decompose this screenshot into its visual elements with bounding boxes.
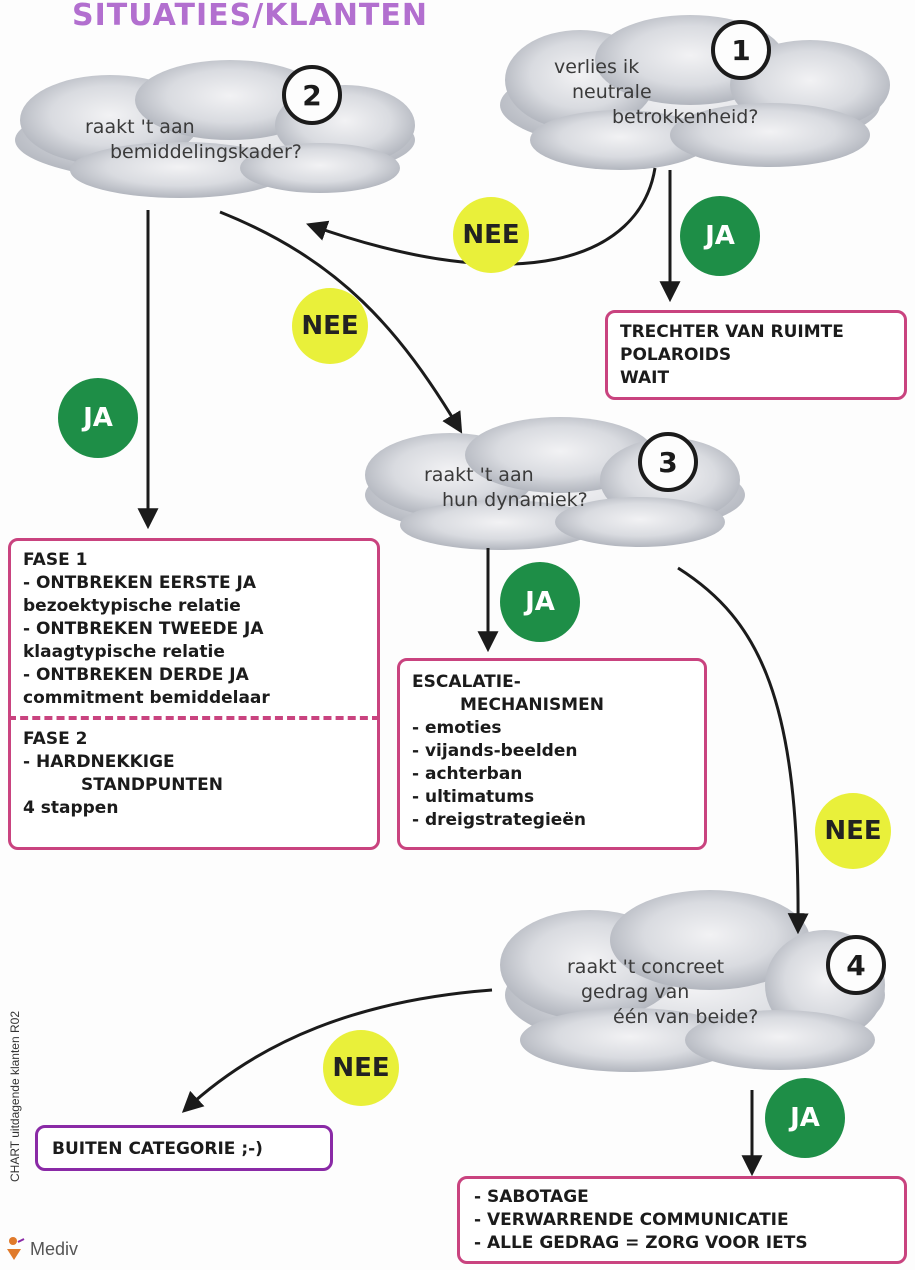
box-trechter: TRECHTER VAN RUIMTE POLAROIDS WAIT — [605, 310, 907, 400]
fase1-line: - ONTBREKEN DERDE JA — [23, 665, 249, 685]
mediv-logo-text: Mediv — [30, 1238, 79, 1259]
box-escalatie: ESCALATIE- MECHANISMEN - emoties - vijan… — [397, 658, 707, 850]
step-1-number: 1 — [711, 20, 771, 80]
fase1-line: FASE 1 — [23, 550, 88, 570]
nee-badge-4: NEE — [323, 1030, 399, 1106]
nee-badge-1: NEE — [453, 197, 529, 273]
fase1-line: - ONTBREKEN TWEEDE JA — [23, 619, 264, 639]
box-trechter-line: WAIT — [620, 368, 670, 388]
escalatie-line: - achterban — [412, 764, 523, 784]
nee-badge-3: NEE — [815, 793, 891, 869]
box-trechter-line: POLAROIDS — [620, 345, 732, 365]
fase1-line: - ONTBREKEN EERSTE JA — [23, 573, 257, 593]
escalatie-line: MECHANISMEN — [460, 695, 604, 715]
cloud-1-text: verlies ik neutrale betrokkenheid? — [554, 56, 759, 128]
cloud-1 — [500, 15, 890, 170]
sabotage-line: - SABOTAGE — [474, 1187, 589, 1207]
ja-badge-2: JA — [58, 378, 138, 458]
cloud-4-text: raakt 't concreet gedrag van één van bei… — [567, 956, 759, 1028]
fase1-line: klaagtypische relatie — [23, 642, 225, 662]
arrow-2-nee — [219, 210, 463, 434]
fase1-line: bezoektypische relatie — [23, 596, 241, 616]
step-4-number: 4 — [826, 935, 886, 995]
escalatie-line: - vijands-beelden — [412, 741, 578, 761]
nee-badge-2: NEE — [292, 288, 368, 364]
sabotage-line: - ALLE GEDRAG = ZORG VOOR IETS — [474, 1233, 808, 1253]
mediv-logo-icon — [7, 1237, 25, 1260]
fase2-line: STANDPUNTEN — [81, 775, 223, 795]
fase2-line: FASE 2 — [23, 729, 88, 749]
cloud-3 — [365, 417, 745, 550]
box-fase: FASE 1 - ONTBREKEN EERSTE JA bezoektypis… — [8, 538, 380, 850]
cloud-2-text: raakt 't aan bemiddelingskader? — [85, 116, 302, 163]
fase2-line: 4 stappen — [23, 798, 119, 818]
fase1-line: commitment bemiddelaar — [23, 688, 270, 708]
fase-divider — [8, 716, 380, 720]
box-buiten: BUITEN CATEGORIE ;-) — [35, 1125, 333, 1171]
chart-reference: CHART uitdagende klanten R02 — [8, 1011, 22, 1182]
step-2-number: 2 — [282, 65, 342, 125]
ja-badge-1: JA — [680, 196, 760, 276]
escalatie-line: - dreigstrategieën — [412, 810, 586, 830]
arrow-1-nee — [306, 167, 657, 266]
box-trechter-line: TRECHTER VAN RUIMTE — [620, 322, 844, 342]
arrow-3-nee — [677, 566, 809, 935]
escalatie-line: ESCALATIE- — [412, 672, 521, 692]
ja-badge-4: JA — [765, 1078, 845, 1158]
escalatie-line: - ultimatums — [412, 787, 535, 807]
cloud-3-text: raakt 't aan hun dynamiek? — [424, 464, 588, 511]
fase2-line: - HARDNEKKIGE — [23, 752, 175, 772]
page-title: SITUATIES/KLANTEN — [72, 0, 428, 33]
box-sabotage: - SABOTAGE - VERWARRENDE COMMUNICATIE - … — [457, 1176, 907, 1264]
escalatie-line: - emoties — [412, 718, 502, 738]
mediv-logo: Mediv — [4, 1236, 78, 1262]
sabotage-line: - VERWARRENDE COMMUNICATIE — [474, 1210, 789, 1230]
step-3-number: 3 — [638, 432, 698, 492]
arrow-4-nee — [181, 988, 493, 1113]
ja-badge-3: JA — [500, 562, 580, 642]
buiten-label: BUITEN CATEGORIE ;-) — [52, 1139, 263, 1159]
